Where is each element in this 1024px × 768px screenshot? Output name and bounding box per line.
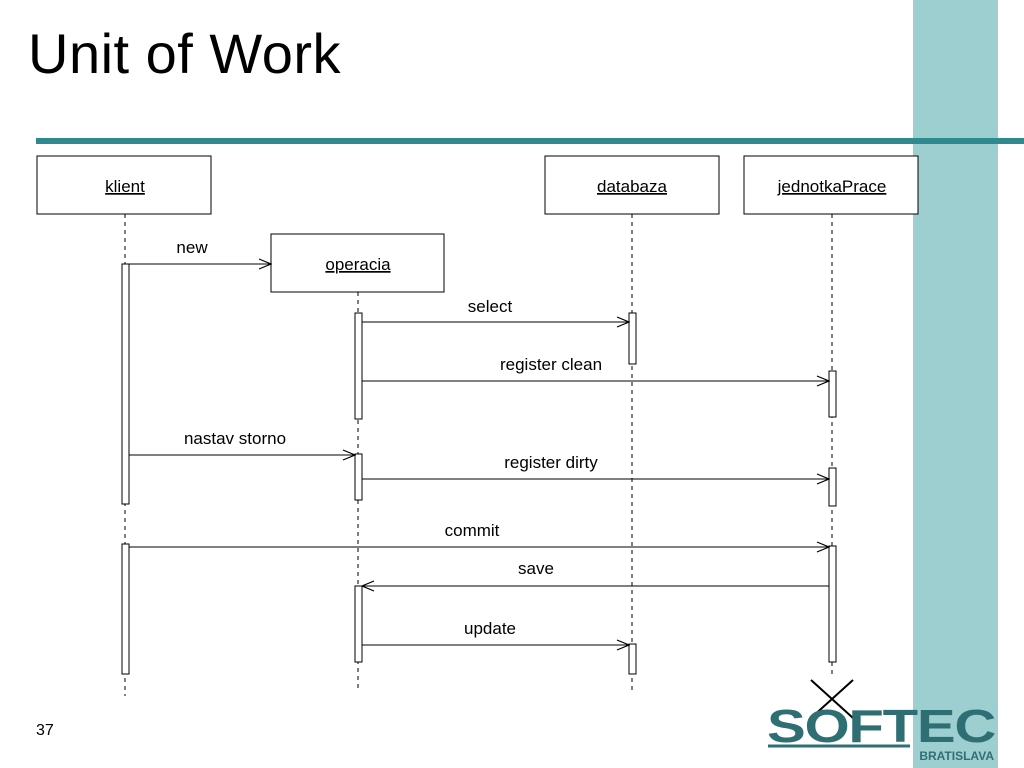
object-label-databaza: databaza xyxy=(597,177,667,196)
object-operacia: operacia xyxy=(270,233,445,293)
message-label-register-clean: register clean xyxy=(500,355,602,374)
message-label-commit: commit xyxy=(445,521,500,540)
activation-databaza-2 xyxy=(628,643,637,675)
logo-city: BRATISLAVA xyxy=(919,749,994,763)
activation-databaza-1 xyxy=(628,312,637,365)
slide-title: Unit of Work xyxy=(28,22,342,85)
object-label-klient: klient xyxy=(105,177,145,196)
message-label-save: save xyxy=(518,559,554,578)
message-label-select: select xyxy=(468,297,513,316)
title-rule xyxy=(36,138,1024,144)
object-databaza: databaza xyxy=(544,155,720,215)
page-number: 37 xyxy=(36,722,54,739)
message-label-nastav-storno: nastav storno xyxy=(184,429,286,448)
message-label-update: update xyxy=(464,619,516,638)
destroy-x-icon xyxy=(810,679,854,719)
activation-jednotkaPrace-2 xyxy=(828,467,837,507)
object-jednotkaPrace: jednotkaPrace xyxy=(743,155,919,215)
message-label-new: new xyxy=(176,238,208,257)
activation-operacia-3 xyxy=(354,585,363,663)
activation-jednotkaPrace-3 xyxy=(828,545,837,663)
softec-logo: SOFTEC BRATISLAVA xyxy=(767,700,996,763)
side-band xyxy=(913,0,998,768)
object-label-jednotkaPrace: jednotkaPrace xyxy=(777,177,887,196)
logo-name: SOFTEC xyxy=(767,700,995,752)
object-label-operacia: operacia xyxy=(325,255,391,274)
activation-klient-2 xyxy=(121,543,130,675)
activation-operacia-2 xyxy=(354,453,363,501)
activation-jednotkaPrace-1 xyxy=(828,370,837,418)
activation-klient-1 xyxy=(121,263,130,505)
object-klient: klient xyxy=(36,155,212,215)
message-label-register-dirty: register dirty xyxy=(504,453,598,472)
activation-operacia-1 xyxy=(354,312,363,420)
